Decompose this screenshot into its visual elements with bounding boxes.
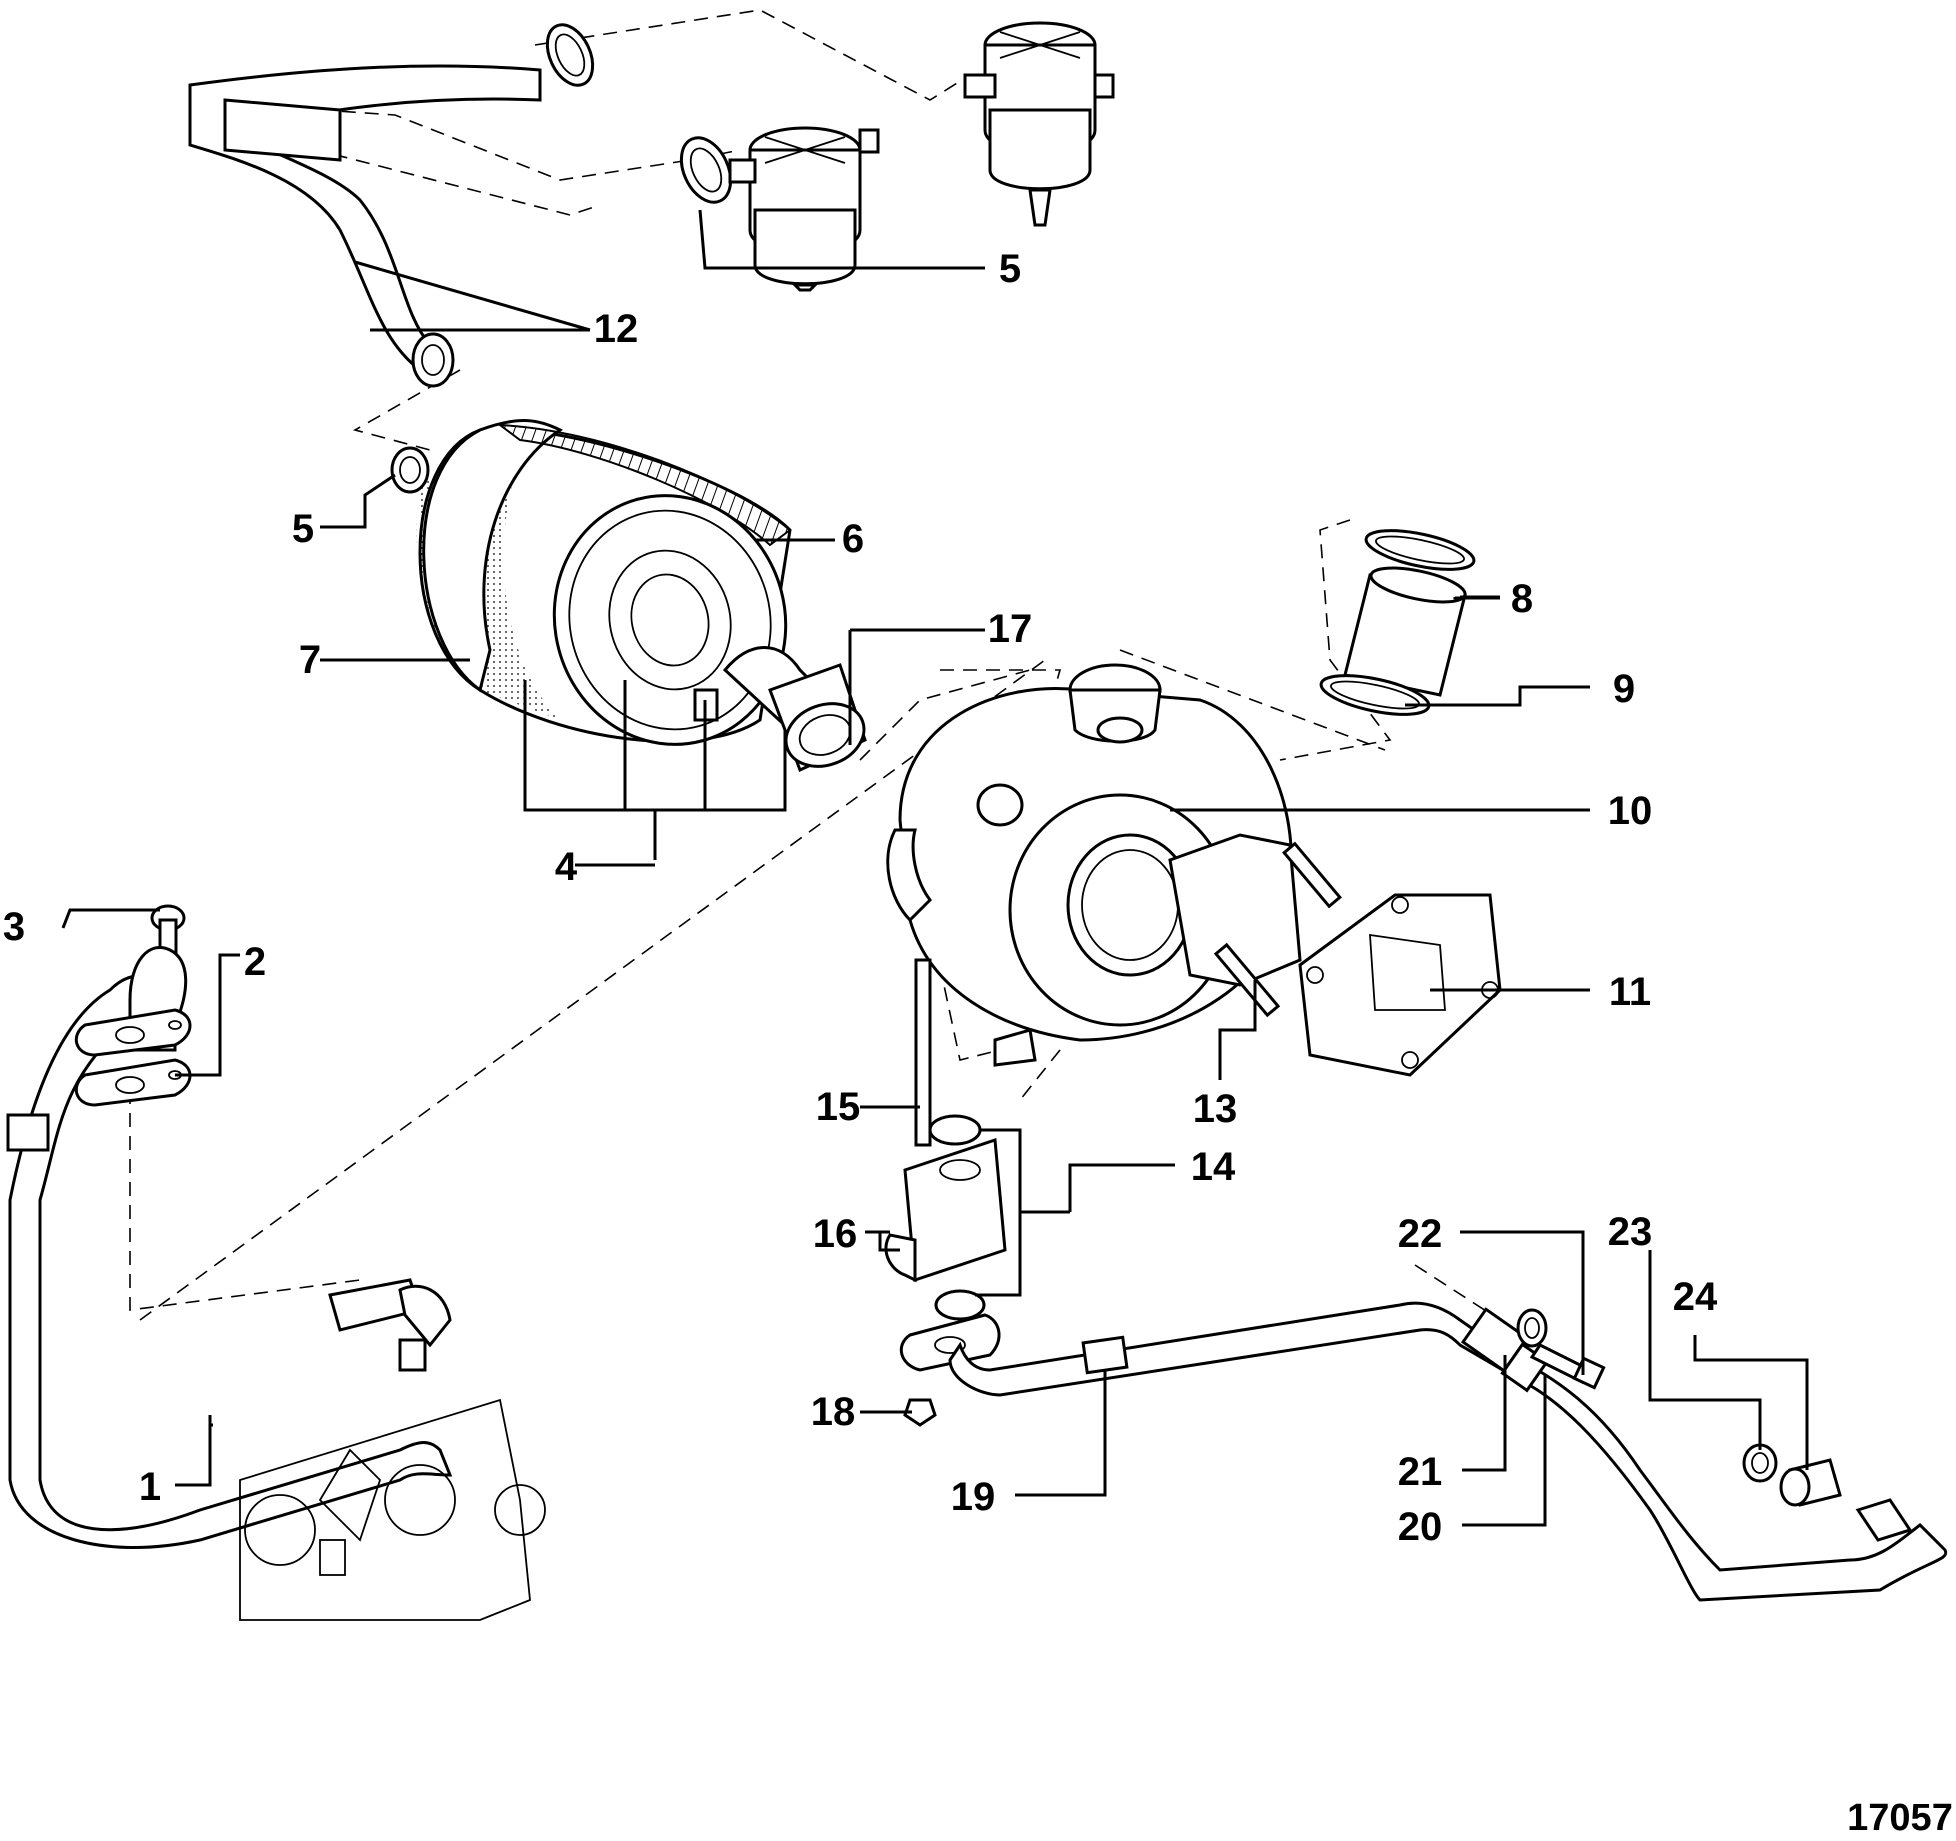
gasket-upper <box>74 1008 192 1057</box>
exhaust-gasket <box>1298 893 1502 1077</box>
hose-fitting <box>1779 1458 1842 1507</box>
crankcase-breather <box>963 21 1115 227</box>
callout-1: 1 <box>139 1465 161 1509</box>
callout-8: 8 <box>1511 577 1533 621</box>
sealing-washer <box>1742 1443 1778 1483</box>
figure-number: 17057 <box>1847 1797 1953 1839</box>
gasket-lower <box>74 1058 192 1107</box>
callout-4: 4 <box>555 845 578 889</box>
callout-labels: 1 2 3 4 5 5 6 7 8 9 10 11 12 13 14 15 16… <box>3 247 1953 1839</box>
hose-clamp <box>545 23 595 87</box>
callout-5-filter: 5 <box>292 507 314 551</box>
callout-9: 9 <box>1613 667 1635 711</box>
filter-outlet-sleeve <box>693 646 867 773</box>
callout-18: 18 <box>811 1390 856 1434</box>
callout-23: 23 <box>1608 1210 1653 1254</box>
hose-clamp-upper <box>1364 529 1476 571</box>
mounting-stud <box>1213 841 1342 1018</box>
leader-lines <box>61 209 1809 1527</box>
callout-17: 17 <box>988 607 1033 651</box>
callout-16: 16 <box>813 1212 858 1256</box>
callout-3: 3 <box>3 905 25 949</box>
callout-2: 2 <box>244 940 266 984</box>
callout-24: 24 <box>1673 1275 1718 1319</box>
callout-14: 14 <box>1191 1145 1236 1189</box>
air-filter <box>416 419 792 746</box>
callout-5-top: 5 <box>999 247 1021 291</box>
long-stud <box>914 958 932 1147</box>
o-ring-upper <box>928 1114 982 1146</box>
callout-12: 12 <box>594 307 639 351</box>
callout-19: 19 <box>951 1475 996 1519</box>
water-hose <box>948 1301 1948 1602</box>
callout-15: 15 <box>816 1085 861 1129</box>
outlet-flange <box>899 1313 1001 1372</box>
callout-11: 11 <box>1609 970 1651 1014</box>
engine-block <box>239 1398 546 1621</box>
hose-support-clip <box>1516 1308 1548 1348</box>
filter-hose-clamp <box>390 446 430 494</box>
callout-7: 7 <box>299 638 321 682</box>
y-hose <box>188 64 542 388</box>
callout-21: 21 <box>1398 1450 1443 1494</box>
pump-housing <box>886 663 1302 1067</box>
hose-end-nut <box>1855 1498 1913 1542</box>
callout-22: 22 <box>1398 1212 1443 1256</box>
callout-6: 6 <box>842 517 864 561</box>
hose-clamp <box>679 136 733 204</box>
crankcase-breather <box>728 126 880 292</box>
lower-hose <box>6 974 453 1549</box>
connector-hose <box>1343 566 1467 697</box>
o-ring-lower <box>934 1289 986 1321</box>
mounting-bracket <box>884 1137 1007 1283</box>
callout-20: 20 <box>1398 1505 1443 1549</box>
callout-10: 10 <box>1608 789 1653 833</box>
callout-13: 13 <box>1193 1087 1238 1131</box>
